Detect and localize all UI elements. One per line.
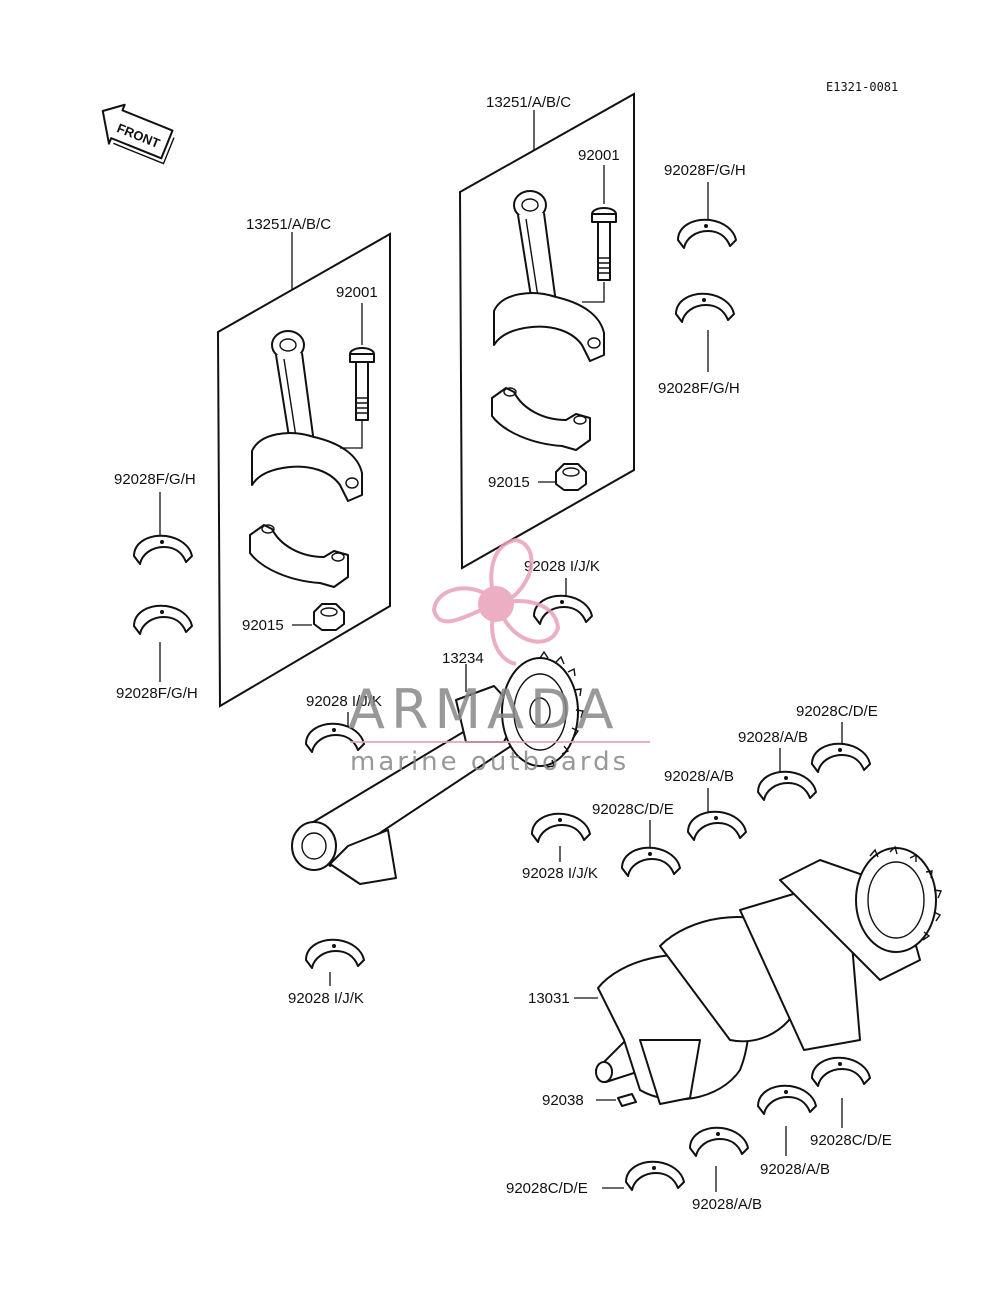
balancer-bearing-1 (533, 594, 593, 625)
rod-bearing-right-bottom (675, 292, 735, 323)
rod-assembly-frame-left (216, 232, 391, 708)
label-balancer-shaft: 13234 (442, 650, 484, 667)
main-bearing-lower-2 (689, 1126, 749, 1157)
rod-bearing-right-top (677, 218, 737, 249)
label-rod-assembly-right: 13251/A/B/C (486, 94, 571, 111)
label-main-bearing-upper-3: 92028/A/B (738, 729, 808, 746)
main-bearing-lower-1 (625, 1160, 685, 1191)
crank-key-icon (617, 1093, 637, 1107)
rod-cap-right (491, 387, 591, 451)
propeller-logo-icon (431, 537, 561, 666)
balancer-shaft (291, 650, 584, 885)
rod-cap-left (249, 524, 349, 588)
rod-bearing-left-top (133, 534, 193, 565)
label-main-bearing-lower-1: 92028C/D/E (506, 1180, 588, 1197)
rod-bolt-left (349, 347, 375, 421)
rod-nut-right (555, 463, 587, 491)
label-balancer-bearing-1: 92028 I/J/K (524, 558, 600, 575)
label-main-bearing-lower-3: 92028/A/B (760, 1161, 830, 1178)
label-bolt-right: 92001 (578, 147, 620, 164)
label-nut-left: 92015 (242, 617, 284, 634)
balancer-bearing-3 (531, 812, 591, 843)
label-bolt-left: 92001 (336, 284, 378, 301)
label-balancer-bearing-3: 92028 I/J/K (522, 865, 598, 882)
watermark-tagline: marine outboards (350, 747, 629, 777)
label-balancer-bearing-4: 92028 I/J/K (288, 990, 364, 1007)
rod-bearing-left-bottom (133, 604, 193, 635)
diagram-code: E1321-0081 (826, 80, 898, 94)
rod-bolt-right (591, 207, 617, 281)
watermark-brand: ARMADA (348, 678, 620, 741)
label-key: 92038 (542, 1092, 584, 1109)
label-rod-assembly-left: 13251/A/B/C (246, 216, 331, 233)
balancer-bearing-4 (305, 938, 365, 969)
rod-nut-left (313, 603, 345, 631)
label-main-bearing-lower-4: 92028C/D/E (810, 1132, 892, 1149)
crankshaft (595, 845, 943, 1105)
main-bearing-upper-4 (811, 742, 871, 773)
connecting-rod-left (251, 330, 363, 502)
label-rod-bearing-left-top: 92028F/G/H (114, 471, 196, 488)
front-arrow-icon: FRONT (101, 103, 175, 165)
label-main-bearing-upper-2: 92028/A/B (664, 768, 734, 785)
label-balancer-bearing-2: 92028 I/J/K (306, 693, 382, 710)
main-bearing-lower-3 (757, 1084, 817, 1115)
label-main-bearing-upper-4: 92028C/D/E (796, 703, 878, 720)
label-rod-bearing-right-bottom: 92028F/G/H (658, 380, 740, 397)
rod-assembly-frame-right (458, 92, 635, 570)
label-crankshaft: 13031 (528, 990, 570, 1007)
main-bearing-upper-1 (621, 846, 681, 877)
connecting-rod-right (493, 190, 605, 362)
main-bearing-lower-4 (811, 1056, 871, 1087)
label-nut-right: 92015 (488, 474, 530, 491)
main-bearing-upper-3 (757, 770, 817, 801)
label-main-bearing-lower-2: 92028/A/B (692, 1196, 762, 1213)
label-rod-bearing-left-bottom: 92028F/G/H (116, 685, 198, 702)
watermark: ARMADA marine outboards (348, 537, 650, 777)
label-rod-bearing-right-top: 92028F/G/H (664, 162, 746, 179)
main-bearing-upper-2 (687, 810, 747, 841)
label-main-bearing-upper-1: 92028C/D/E (592, 801, 674, 818)
